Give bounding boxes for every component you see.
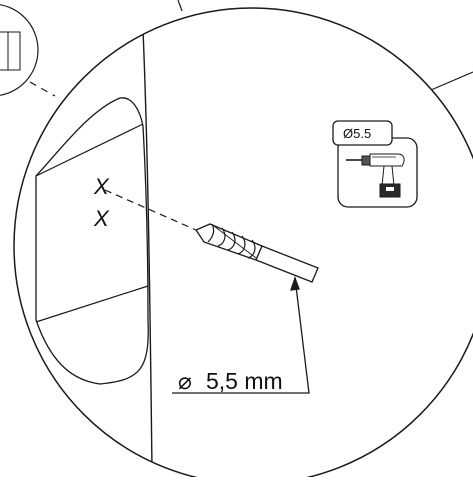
diameter-value: 5,5 mm: [206, 368, 283, 394]
mark-label-upper: X: [93, 174, 110, 199]
mark-label-lower: X: [93, 206, 110, 231]
tool-badge: Ø5.5: [332, 120, 418, 208]
outer-tick-lines: [177, 0, 473, 91]
dimension-leader: [172, 276, 310, 394]
cordless-drill-icon: [346, 153, 405, 198]
panel-face-outline: [35, 97, 149, 385]
panel-face-diagonal-top: [35, 123, 144, 177]
drill-bit-icon: [195, 223, 319, 283]
tool-badge-label-box: [332, 120, 393, 146]
panel-face-diagonal-bottom: [35, 285, 149, 323]
tool-badge-frame: [337, 137, 418, 208]
panel-edge-line: [142, 29, 153, 471]
tool-badge-label: Ø5.5: [343, 126, 371, 141]
callout-leader-dashed: [29, 81, 56, 97]
drill-axis-dashed: [104, 189, 197, 231]
reference-detail-circle: [0, 4, 39, 96]
diameter-symbol: ⌀: [178, 368, 192, 394]
